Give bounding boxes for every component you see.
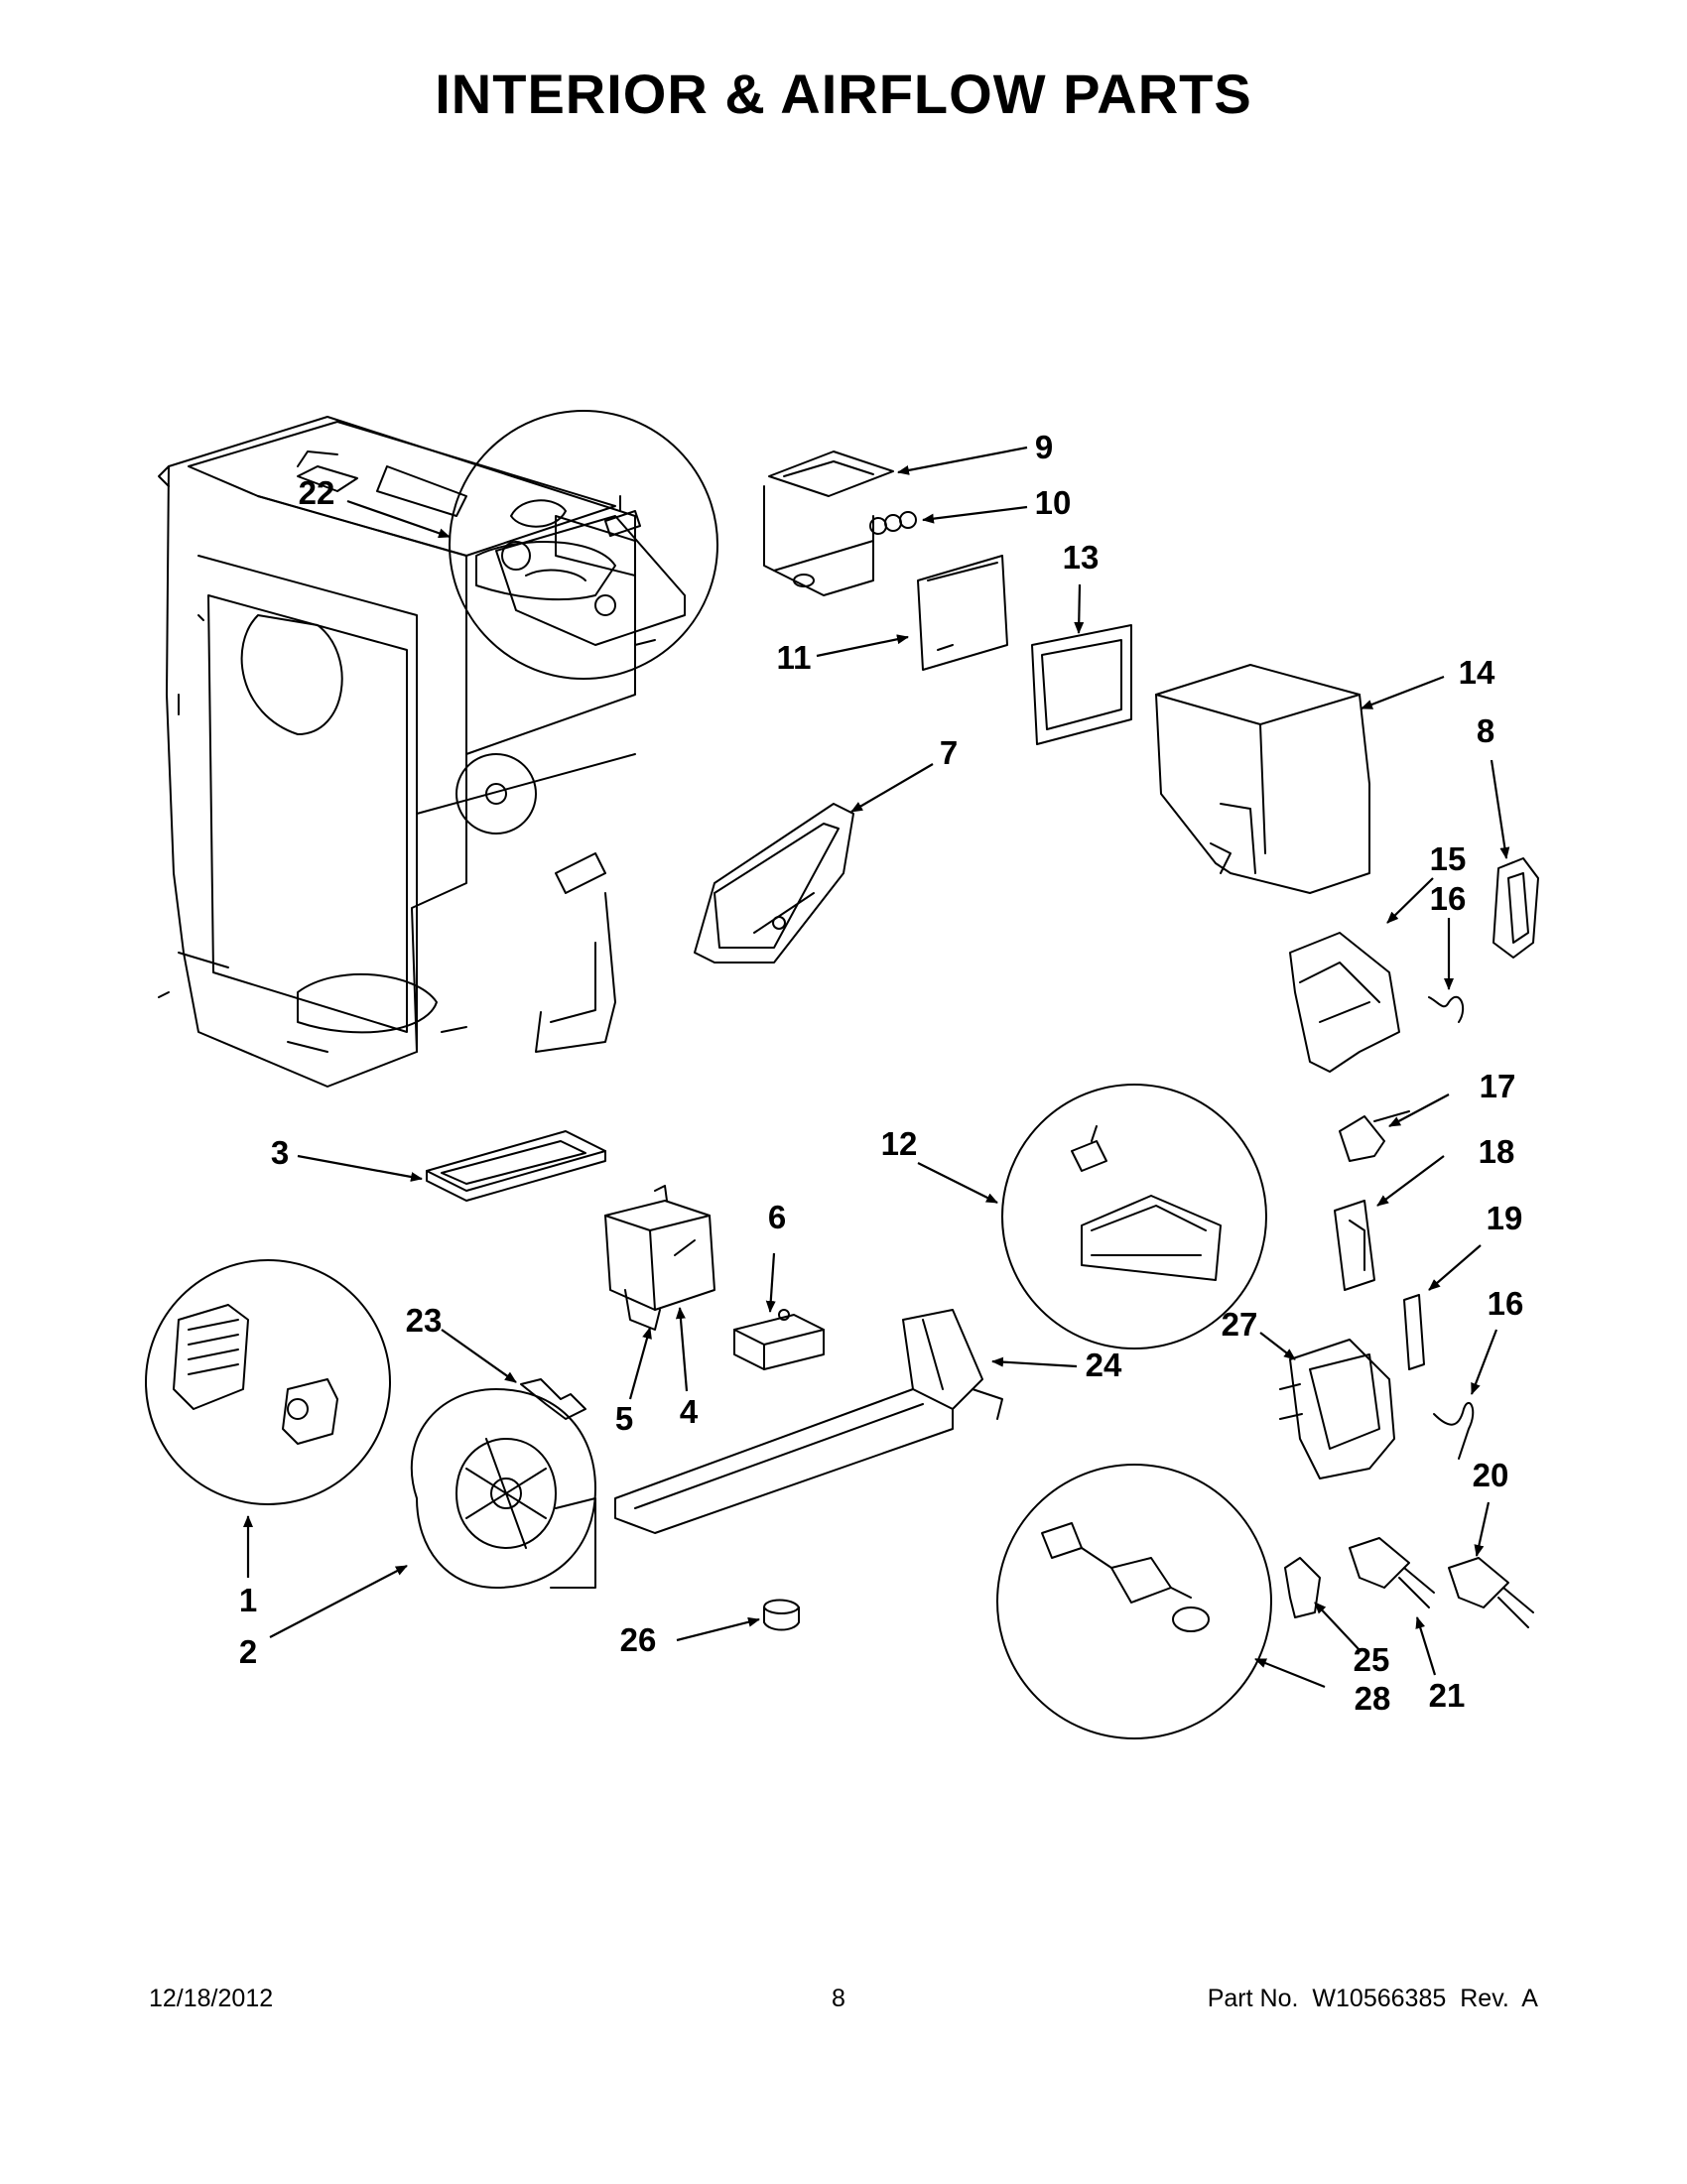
- part-9-drawing: [763, 450, 894, 596]
- callout-12: 12: [881, 1125, 918, 1162]
- callout-5: 5: [615, 1400, 633, 1437]
- callout-27: 27: [1222, 1306, 1258, 1343]
- part-8-drawing: [1492, 857, 1539, 959]
- leader-9: [897, 446, 1028, 475]
- part-23-drawing: [520, 1378, 586, 1420]
- leader-13: [1074, 583, 1085, 634]
- part-14-drawing: [1155, 664, 1370, 894]
- leader-15: [1386, 877, 1434, 924]
- part-13-drawing: [1031, 624, 1132, 745]
- part-24-drawing: [614, 1309, 1003, 1534]
- leader-22: [346, 499, 451, 539]
- leader-4: [675, 1307, 689, 1392]
- footer-revision: Rev. A: [1460, 1985, 1538, 2012]
- leader-28: [1254, 1657, 1326, 1689]
- leader-14: [1361, 675, 1445, 710]
- callout-13: 13: [1063, 539, 1100, 576]
- leader-18: [1376, 1155, 1445, 1207]
- leader-17: [1388, 1093, 1450, 1127]
- part-1-detail: [145, 1259, 391, 1505]
- callout-7: 7: [940, 734, 958, 771]
- leader-26: [676, 1616, 760, 1642]
- callout-18: 18: [1479, 1133, 1515, 1170]
- callout-6: 6: [768, 1199, 786, 1235]
- callout-8: 8: [1477, 712, 1494, 749]
- callout-1: 1: [239, 1582, 257, 1618]
- footer-page-number: 8: [832, 1985, 845, 2012]
- leader-19: [1428, 1244, 1482, 1291]
- part-6-drawing: [733, 1309, 825, 1370]
- part-21-drawing: [1349, 1537, 1435, 1608]
- part-19-drawing: [1403, 1294, 1425, 1370]
- leader-21: [1415, 1616, 1437, 1676]
- callout-11: 11: [777, 639, 812, 676]
- oven-cavity-drawing: [158, 416, 656, 1088]
- callout-21: 21: [1429, 1677, 1466, 1714]
- part-3-drawing: [426, 1130, 606, 1202]
- callout-15: 15: [1430, 840, 1467, 877]
- part-4-5-drawing: [604, 1185, 715, 1331]
- part-20-drawing: [1448, 1557, 1534, 1628]
- part-16-spring-lower: [1433, 1401, 1475, 1460]
- callout-3: 3: [271, 1134, 289, 1171]
- callout-9: 9: [1035, 429, 1053, 465]
- footer-date: 12/18/2012: [149, 1985, 274, 2012]
- leader-27: [1259, 1332, 1296, 1360]
- part-12-detail: [1001, 1084, 1267, 1349]
- callout-17: 17: [1480, 1068, 1516, 1104]
- part-27-drawing: [1279, 1339, 1395, 1479]
- callout-23: 23: [406, 1302, 443, 1339]
- leader-8: [1490, 759, 1510, 859]
- leader-20: [1474, 1501, 1491, 1557]
- footer-part-number: W10566385: [1312, 1985, 1447, 2012]
- part-15-drawing: [1289, 932, 1400, 1073]
- callout-16a: 16: [1430, 880, 1467, 917]
- callout-19: 19: [1487, 1200, 1523, 1236]
- part-26-drawing: [763, 1599, 800, 1631]
- leader-25: [1314, 1602, 1361, 1651]
- callout-10: 10: [1035, 484, 1072, 521]
- footer-part-label: Part No.: [1207, 1985, 1299, 2012]
- callout-25: 25: [1354, 1641, 1390, 1678]
- leader-10: [922, 505, 1028, 524]
- leader-23: [441, 1329, 517, 1383]
- leader-5: [628, 1327, 652, 1400]
- callout-26: 26: [620, 1621, 657, 1658]
- part-17-drawing: [1339, 1110, 1410, 1162]
- part-25-drawing: [1284, 1557, 1321, 1618]
- callout-14: 14: [1459, 654, 1495, 691]
- callout-4: 4: [680, 1393, 699, 1430]
- callout-2: 2: [239, 1633, 257, 1670]
- callout-22: 22: [299, 474, 335, 511]
- leader-24: [991, 1356, 1078, 1368]
- part-10-drawing: [869, 511, 917, 535]
- callout-16b: 16: [1488, 1285, 1524, 1322]
- callout-20: 20: [1473, 1457, 1509, 1493]
- part-2-drawing: [410, 1388, 596, 1589]
- leader-16b: [1470, 1329, 1498, 1395]
- part-16-spring-upper: [1428, 995, 1465, 1023]
- leader-3: [297, 1154, 423, 1182]
- part-7-drawing: [694, 803, 854, 964]
- leader-2: [269, 1565, 408, 1638]
- page-title: INTERIOR & AIRFLOW PARTS: [435, 63, 1252, 125]
- part-22-detail: [449, 410, 718, 680]
- callout-28: 28: [1355, 1680, 1391, 1717]
- leader-12: [917, 1162, 998, 1204]
- footer-part-info: Part No. W10566385 Rev. A: [1208, 1985, 1538, 2013]
- callout-24: 24: [1086, 1347, 1122, 1383]
- leader-6: [765, 1252, 776, 1313]
- part-18-drawing: [1334, 1200, 1375, 1291]
- leader-11: [816, 634, 909, 658]
- part-28-detail: [996, 1464, 1272, 1739]
- part-11-drawing: [917, 555, 1008, 671]
- leader-7: [850, 763, 934, 813]
